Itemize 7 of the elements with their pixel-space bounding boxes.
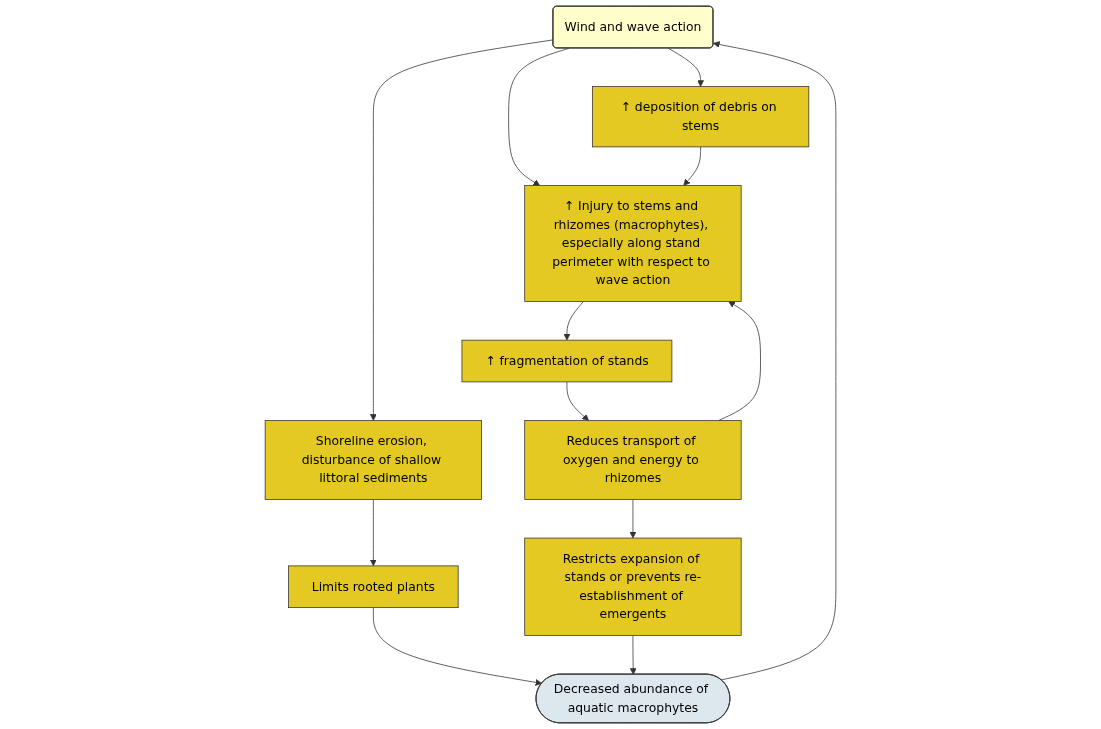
- node-box: Restricts expansion of stands or prevents re-establishment of emergents: [524, 537, 742, 636]
- node-box: Limits rooted plants: [288, 565, 459, 608]
- node-box: ↑ Injury to stems and rhizomes (macrophytes), especially along stand perimeter with respect to wave action: [524, 185, 742, 302]
- node-box: ↑ deposition of debris on stems: [591, 86, 810, 148]
- node-box: Reduces transport of oxygen and energy to rhizomes: [524, 420, 742, 500]
- node-box: Shoreline erosion, disturbance of shallow littoral sediments: [264, 420, 482, 500]
- node-box: ↑ fragmentation of stands: [461, 339, 673, 383]
